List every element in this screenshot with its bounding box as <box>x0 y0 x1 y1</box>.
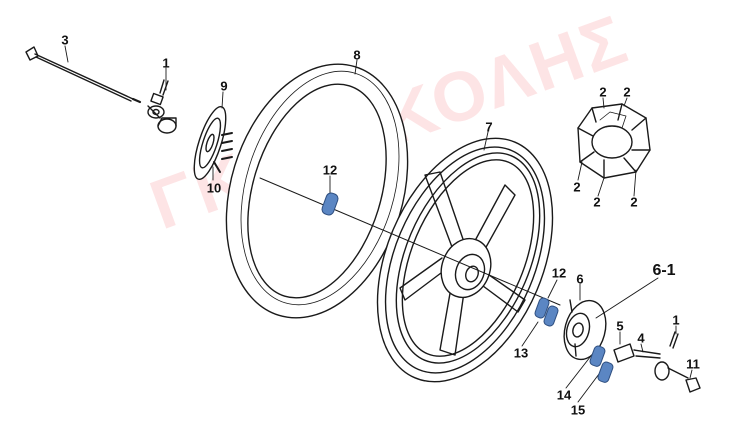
callout-5: 5 <box>616 318 624 334</box>
collar-bolt-part <box>147 79 177 134</box>
callout-11: 11 <box>686 356 700 372</box>
bearing-15 <box>597 361 614 383</box>
callout-4: 4 <box>637 330 645 346</box>
callout-2-d: 2 <box>593 194 601 210</box>
collar-part <box>613 343 661 363</box>
bearing-13 <box>543 305 559 327</box>
callout-14: 14 <box>556 387 572 403</box>
callout-2-a: 2 <box>599 84 607 100</box>
callout-3: 3 <box>61 32 69 48</box>
bearing-14 <box>589 345 606 367</box>
callout-6-1: 6-1 <box>652 262 676 279</box>
callout-9: 9 <box>220 78 228 94</box>
callout-6: 6 <box>576 271 584 287</box>
callout-13: 13 <box>513 345 529 361</box>
tire-part <box>225 63 409 319</box>
callout-2-e: 2 <box>630 194 638 210</box>
axle-nut-part <box>654 331 701 393</box>
callout-8: 8 <box>353 47 361 63</box>
callout-7: 7 <box>485 119 493 135</box>
callout-1-right: 1 <box>672 312 680 328</box>
callout-1-top: 1 <box>162 55 170 71</box>
bearing-12-top <box>321 192 339 216</box>
callout-2-b: 2 <box>623 84 631 100</box>
callout-12-top: 12 <box>322 162 338 178</box>
callout-10: 10 <box>206 180 222 196</box>
bearing-12-right <box>534 297 550 319</box>
wheel-rim-part <box>376 137 554 383</box>
callout-12-right: 12 <box>551 265 567 281</box>
damper-rubber-part <box>577 103 651 179</box>
callout-2-c: 2 <box>573 179 581 195</box>
axle-part <box>25 46 142 104</box>
callout-15: 15 <box>570 402 586 418</box>
sprocket-carrier-part <box>563 299 607 361</box>
brake-disc-part <box>193 106 233 180</box>
